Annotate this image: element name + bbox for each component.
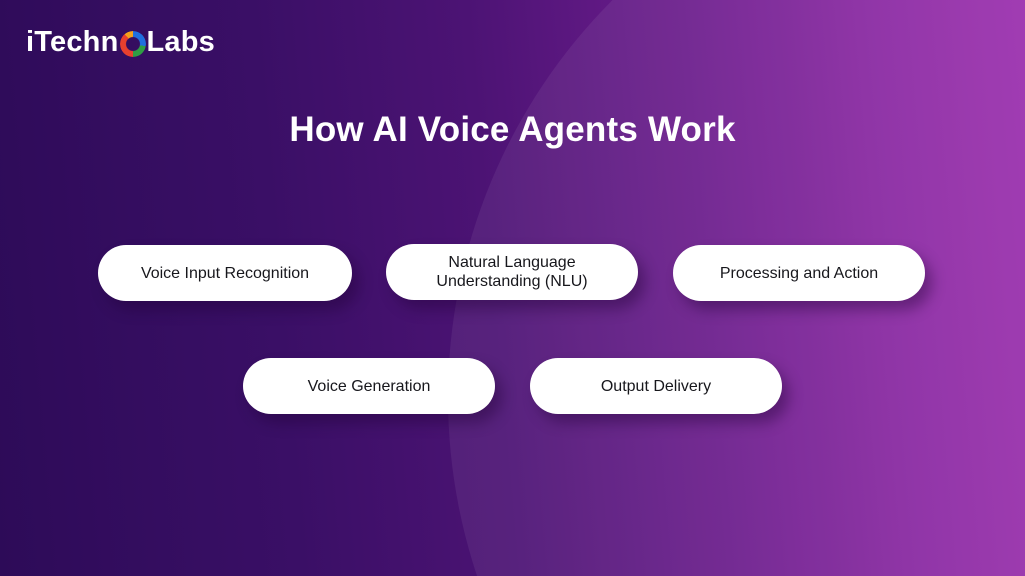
step-label: Natural Language Understanding (NLU)	[436, 254, 588, 290]
step-pill-natural-language-understanding: Natural Language Understanding (NLU)	[386, 244, 638, 300]
step-pill-processing-and-action: Processing and Action	[673, 245, 925, 301]
brand-logo-text-right: Labs	[146, 26, 216, 58]
brand-logo-text-left: iTechn	[26, 26, 119, 58]
step-label: Output Delivery	[600, 377, 712, 395]
step-pill-voice-generation: Voice Generation	[243, 358, 495, 414]
multicolor-ring-icon	[119, 30, 146, 57]
step-label: Voice Generation	[307, 377, 431, 395]
page-title: How AI Voice Agents Work	[289, 110, 736, 149]
brand-logo: iTechn Labs	[26, 24, 215, 60]
step-pill-voice-input-recognition: Voice Input Recognition	[98, 245, 352, 301]
step-label: Processing and Action	[719, 264, 879, 282]
step-label: Voice Input Recognition	[140, 264, 310, 282]
step-pill-output-delivery: Output Delivery	[530, 358, 782, 414]
